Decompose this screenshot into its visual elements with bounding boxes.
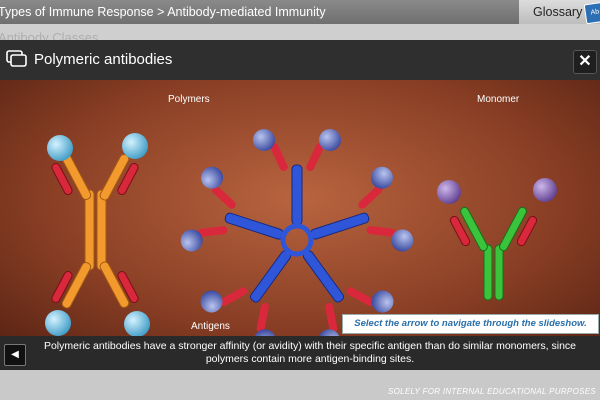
antigen: [533, 178, 557, 202]
breadcrumb: Types of Immune Response > Antibody-medi…: [0, 5, 326, 19]
orange-antibody: [45, 133, 150, 337]
slideshow-modal: Polymeric antibodies ✕: [0, 40, 600, 377]
label-antigens: Antigens: [191, 321, 230, 332]
green-monomer-antibody: [437, 178, 557, 301]
antigen: [122, 133, 148, 159]
modal-header: Polymeric antibodies ✕: [0, 40, 600, 80]
slide-caption: Polymeric antibodies have a stronger aff…: [43, 340, 577, 365]
antigen: [437, 180, 461, 204]
antigen: [47, 135, 73, 161]
navigation-hint: Select the arrow to navigate through the…: [342, 314, 599, 334]
book-icon[interactable]: Ab: [583, 1, 600, 25]
label-polymers: Polymers: [168, 94, 210, 105]
antigen: [45, 310, 71, 336]
footer-note: SOLELY FOR INTERNAL EDUCATIONAL PURPOSES: [387, 387, 596, 396]
modal-title: Polymeric antibodies: [34, 51, 173, 68]
blue-polymer-antibody: [180, 129, 414, 352]
slideshow-icon: [6, 50, 27, 67]
caption-bar: ◀ Polymeric antibodies have a stronger a…: [0, 336, 600, 370]
glossary-label: Glossary: [533, 5, 583, 19]
antigen: [124, 311, 150, 337]
footer-bar: [0, 370, 600, 400]
previous-slide-button[interactable]: ◀: [4, 344, 26, 366]
close-button[interactable]: ✕: [573, 50, 597, 74]
top-bar: Types of Immune Response > Antibody-medi…: [0, 0, 600, 25]
label-monomer: Monomer: [477, 94, 520, 105]
